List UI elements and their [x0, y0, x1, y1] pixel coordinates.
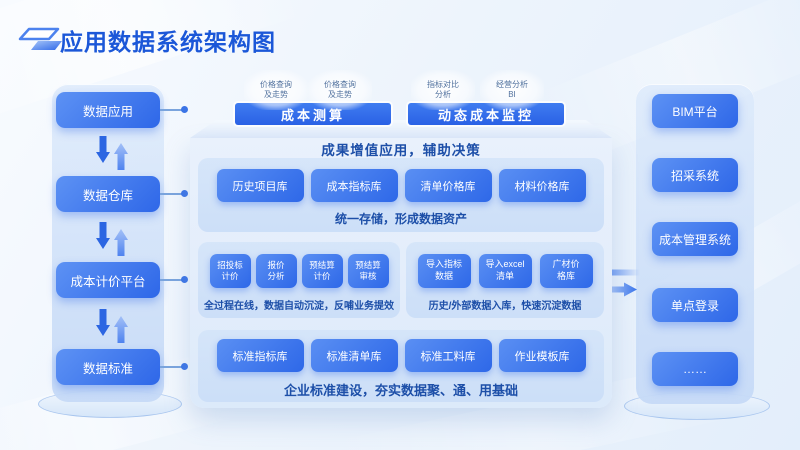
bidirectional-arrow-icon — [96, 222, 128, 256]
node-bim-platform: BIM平台 — [652, 94, 738, 128]
value-application-band: 成果增值应用，辅助决策 — [321, 143, 481, 158]
bubble-business-analysis-bi: 经营分析 BI — [480, 70, 544, 110]
block-standard-labor-material-db: 标准工料库 — [404, 339, 492, 372]
node-cost-pricing-platform: 成本计价平台 — [56, 262, 160, 298]
connector-dot — [181, 276, 188, 283]
connector-line — [160, 366, 185, 368]
process-left-caption: 全过程在线，数据自动沉淀，反哺业务提效 — [204, 301, 394, 312]
section-unified-storage: 历史项目库 成本指标库 清单价格库 材料价格库 统一存储，形成数据资产 — [198, 158, 604, 232]
node-data-application: 数据应用 — [56, 92, 160, 128]
block-import-indicator-data: 导入指标数据 — [417, 254, 471, 288]
storage-caption: 统一存储，形成数据资产 — [334, 212, 467, 226]
bidirectional-arrow-icon — [96, 136, 128, 170]
bidirectional-arrow-icon — [96, 309, 128, 343]
node-data-warehouse: 数据仓库 — [56, 176, 160, 212]
connector-line — [160, 279, 185, 281]
node-more-ellipsis: …… — [652, 352, 738, 386]
block-presettlement-audit: 预结算审核 — [347, 254, 389, 288]
connector-dot — [181, 363, 188, 370]
connector-line — [160, 193, 185, 195]
standards-caption: 企业标准建设，夯实数据聚、通、用基础 — [283, 383, 518, 398]
block-history-project-db: 历史项目库 — [216, 169, 304, 202]
node-cost-management-system: 成本管理系统 — [652, 222, 738, 256]
node-procurement-system: 招采系统 — [652, 158, 738, 192]
block-guangcai-price-db: 广材价格库 — [539, 254, 593, 288]
bubble-indicator-compare: 指标对比 分析 — [411, 70, 475, 110]
bubble-price-query-trend: 价格查询 及走势 — [244, 70, 308, 110]
block-bidding-pricing: 招投标计价 — [209, 254, 251, 288]
connector-line — [160, 109, 185, 111]
block-quotation-analysis: 报价分析 — [255, 254, 297, 288]
connector-dot — [181, 106, 188, 113]
block-standard-indicator-db: 标准指标库 — [216, 339, 304, 372]
layers-logo-icon — [18, 27, 62, 50]
node-single-sign-on: 单点登录 — [652, 288, 738, 322]
process-right-caption: 历史/外部数据入库，快速沉淀数据 — [428, 301, 582, 312]
block-presettlement-pricing: 预结算计价 — [301, 254, 343, 288]
block-material-price-db: 材料价格库 — [498, 169, 586, 202]
bubble-price-query-trend: 价格查询 及走势 — [308, 70, 372, 110]
block-cost-indicator-db: 成本指标库 — [310, 169, 398, 202]
block-standard-list-db: 标准清单库 — [310, 339, 398, 372]
node-data-standard: 数据标准 — [56, 349, 160, 385]
connector-dot — [181, 190, 188, 197]
section-process-online: 招投标计价 报价分析 预结算计价 预结算审核 全过程在线，数据自动沉淀，反哺业务… — [198, 242, 400, 318]
block-list-price-db: 清单价格库 — [404, 169, 492, 202]
section-enterprise-standards: 标准指标库 标准清单库 标准工料库 作业模板库 企业标准建设，夯实数据聚、通、用… — [198, 330, 604, 402]
block-work-template-db: 作业模板库 — [498, 339, 586, 372]
page-title: 应用数据系统架构图 — [60, 29, 276, 55]
